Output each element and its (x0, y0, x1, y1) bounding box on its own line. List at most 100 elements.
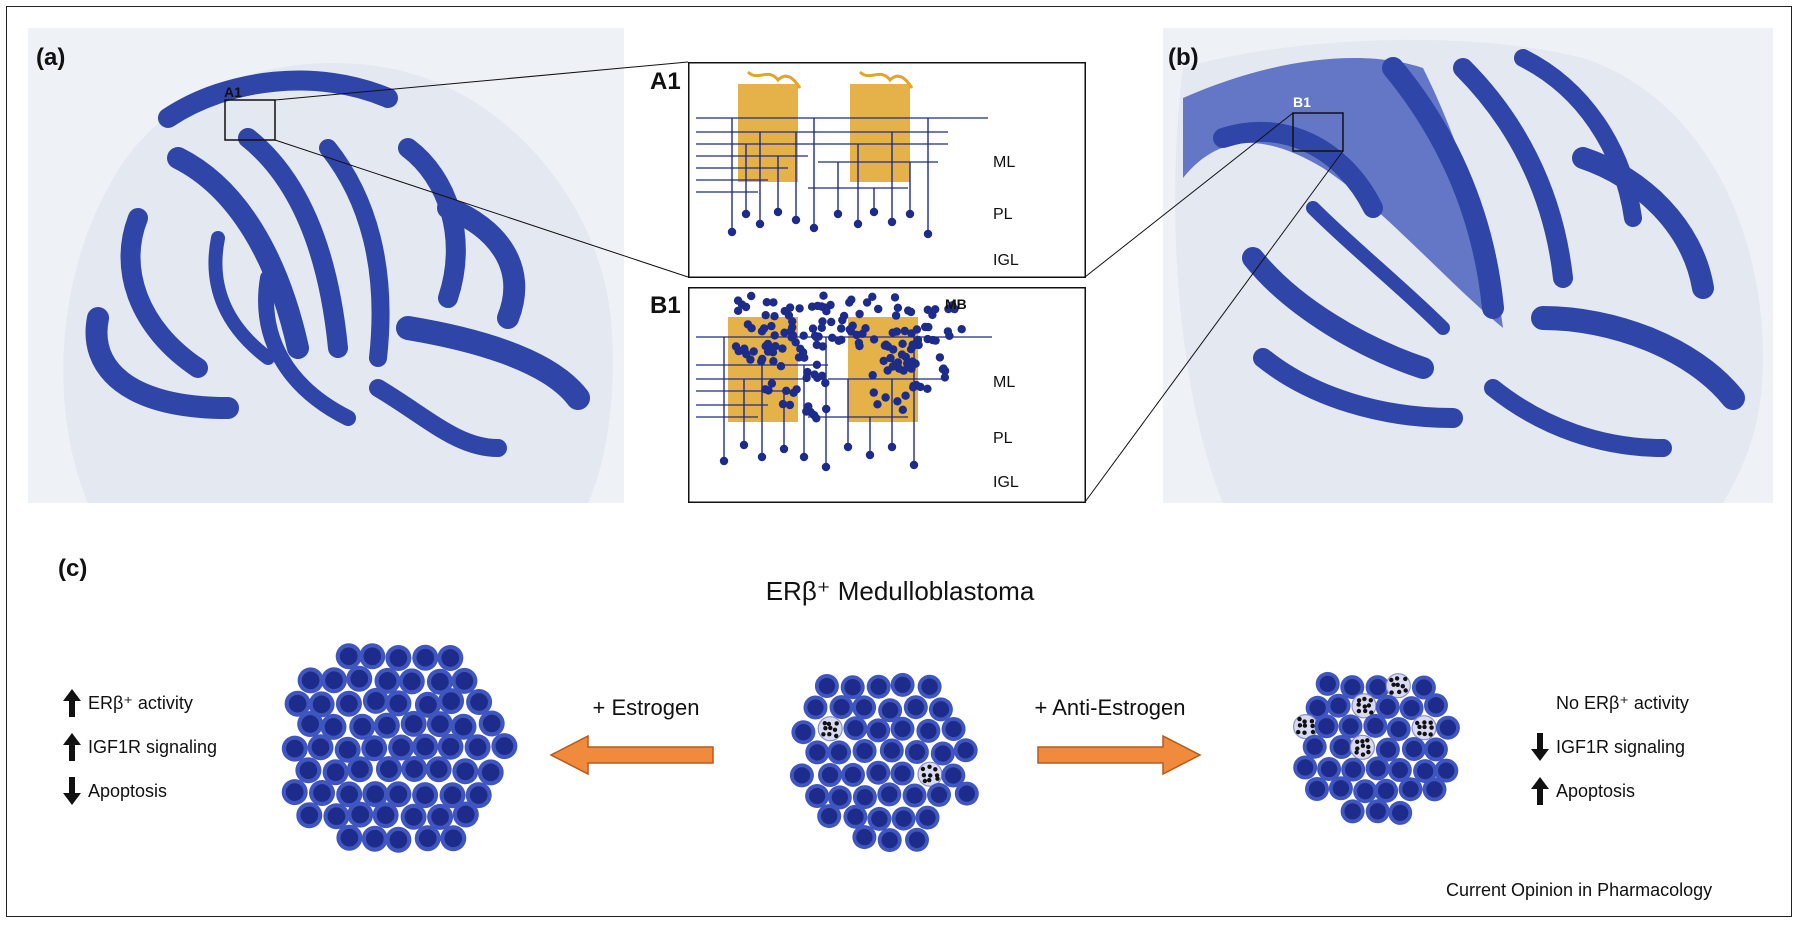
tumor-cell (414, 691, 441, 718)
tumor-cell-dot (812, 360, 822, 369)
tumor-cell (829, 695, 854, 720)
tumor-cell (437, 645, 464, 671)
tumor-cell (437, 733, 464, 760)
tumor-cell (336, 824, 363, 851)
tumor-cell-dot (785, 303, 795, 312)
tumor-cell-dot (817, 371, 827, 380)
inset-b1-title: B1 (650, 292, 681, 319)
figure-frame (6, 6, 1792, 917)
tumor-cell (930, 741, 955, 766)
tumor-cell (841, 762, 865, 787)
tumor-cell (1365, 675, 1390, 700)
inset-a1-layer-ml: ML (993, 154, 1016, 171)
tumor-cell-dot (950, 304, 959, 314)
tumor-cell-dot (945, 331, 954, 340)
tumor-cell (451, 667, 478, 694)
tumor-cell (438, 688, 465, 715)
tumor-cell (1365, 756, 1390, 781)
tumor-cell-dot (812, 414, 821, 423)
tumor-cell-dot (818, 317, 827, 326)
tumor-cell (1314, 714, 1339, 739)
tumor-cell (927, 782, 951, 807)
tumor-cell-dot (940, 373, 950, 382)
tumor-cell (1305, 695, 1330, 720)
tumor-cell-dot (900, 326, 909, 336)
down-arrow-icon (63, 777, 81, 805)
tumor-cell (1340, 675, 1365, 700)
tumor-cell (879, 738, 904, 763)
tumor-cell (297, 667, 324, 694)
tumor-cell (1398, 777, 1423, 802)
tumor-cell-dot (874, 304, 883, 314)
tumor-cell (400, 710, 427, 737)
tumor-cell-dot (869, 335, 879, 344)
tumor-cell (334, 736, 361, 763)
tumor-cell-dot (763, 347, 773, 356)
tumor-cell-dot (778, 399, 788, 409)
tumor-cell (373, 712, 400, 739)
left-effect-text: IGF1R signaling (88, 736, 218, 757)
tumor-cell-dot (733, 296, 743, 305)
tumor-cell-dot (810, 370, 819, 379)
right-effect-text: IGF1R signaling (1556, 736, 1686, 757)
left-effect-text: ERβ⁺ activity (88, 692, 193, 713)
tumor-cell (866, 718, 891, 743)
tumor-cell (817, 804, 842, 829)
tumor-cell (805, 784, 830, 808)
tumor-cell (362, 687, 389, 714)
tumor-cell-dot (796, 344, 805, 353)
medulloblastoma-cell-cluster (731, 291, 966, 423)
tumor-cell (452, 801, 479, 828)
purkinje-cells-a1 (738, 70, 914, 182)
tumor-cell-dot (767, 321, 776, 331)
tumor-cell (953, 738, 978, 763)
tumor-cell (1340, 799, 1365, 824)
right-effect-no-erb: No ERβ⁺ activity (1530, 681, 1689, 725)
up-arrow-icon (63, 733, 81, 761)
inset-b1-mb-label: MB (945, 296, 967, 312)
tumor-cell (450, 713, 477, 740)
tumor-cell (878, 698, 903, 723)
tumor-cell (877, 828, 902, 853)
tumor-cell-dot (733, 306, 743, 315)
inset-b1-layer-ml: ML (993, 374, 1016, 391)
tumor-cell (902, 783, 927, 808)
left-effect-apoptosis: Apoptosis (62, 769, 217, 813)
tumor-cell (362, 781, 389, 808)
tumor-cell (1401, 737, 1426, 761)
tumor-cell-dot (893, 397, 902, 406)
tumor-cell (297, 711, 324, 737)
tumor-cell-dot (749, 347, 758, 356)
tumor-cell-dot (776, 362, 786, 371)
tumor-cell-dot (908, 340, 917, 349)
tumor-cell-dot (881, 393, 890, 402)
tumor-cell (1329, 735, 1354, 759)
tumor-cell (843, 804, 868, 829)
inset-b1-diagram (688, 287, 1086, 503)
tumor-cell-dot (795, 304, 804, 313)
tumor-cell-dot (881, 340, 891, 349)
tumor-cell (322, 759, 349, 786)
tumor-cell-dot (828, 333, 837, 342)
tumor-cell-dot (827, 317, 836, 327)
estrogen-arrow-label: + Estrogen (592, 695, 700, 720)
tumor-cell-dot (907, 329, 916, 338)
tumor-cell (466, 689, 493, 715)
tumor-cell-dot (879, 356, 888, 366)
tumor-cell-dot (802, 407, 811, 416)
inset-a1-layer-igl: IGL (993, 252, 1019, 269)
tumor-cell-dot (767, 379, 777, 388)
tumor-cell-dot (898, 339, 907, 348)
tumor-cell (1341, 757, 1366, 782)
tumor-cell-dot (888, 362, 898, 371)
tumor-cell-dot (782, 386, 791, 395)
tumor-cell (1374, 778, 1399, 803)
tumor-cell-dot (787, 333, 796, 342)
tumor-cell-dot (893, 303, 903, 312)
tumor-cell-dot (770, 312, 779, 321)
tumor-cell-dot (928, 335, 938, 345)
inset-b1-layer-pl: PL (993, 430, 1013, 447)
right-effects-list: No ERβ⁺ activity IGF1R signaling Apoptos… (1530, 681, 1689, 813)
right-effect-apoptosis: Apoptosis (1530, 769, 1689, 813)
